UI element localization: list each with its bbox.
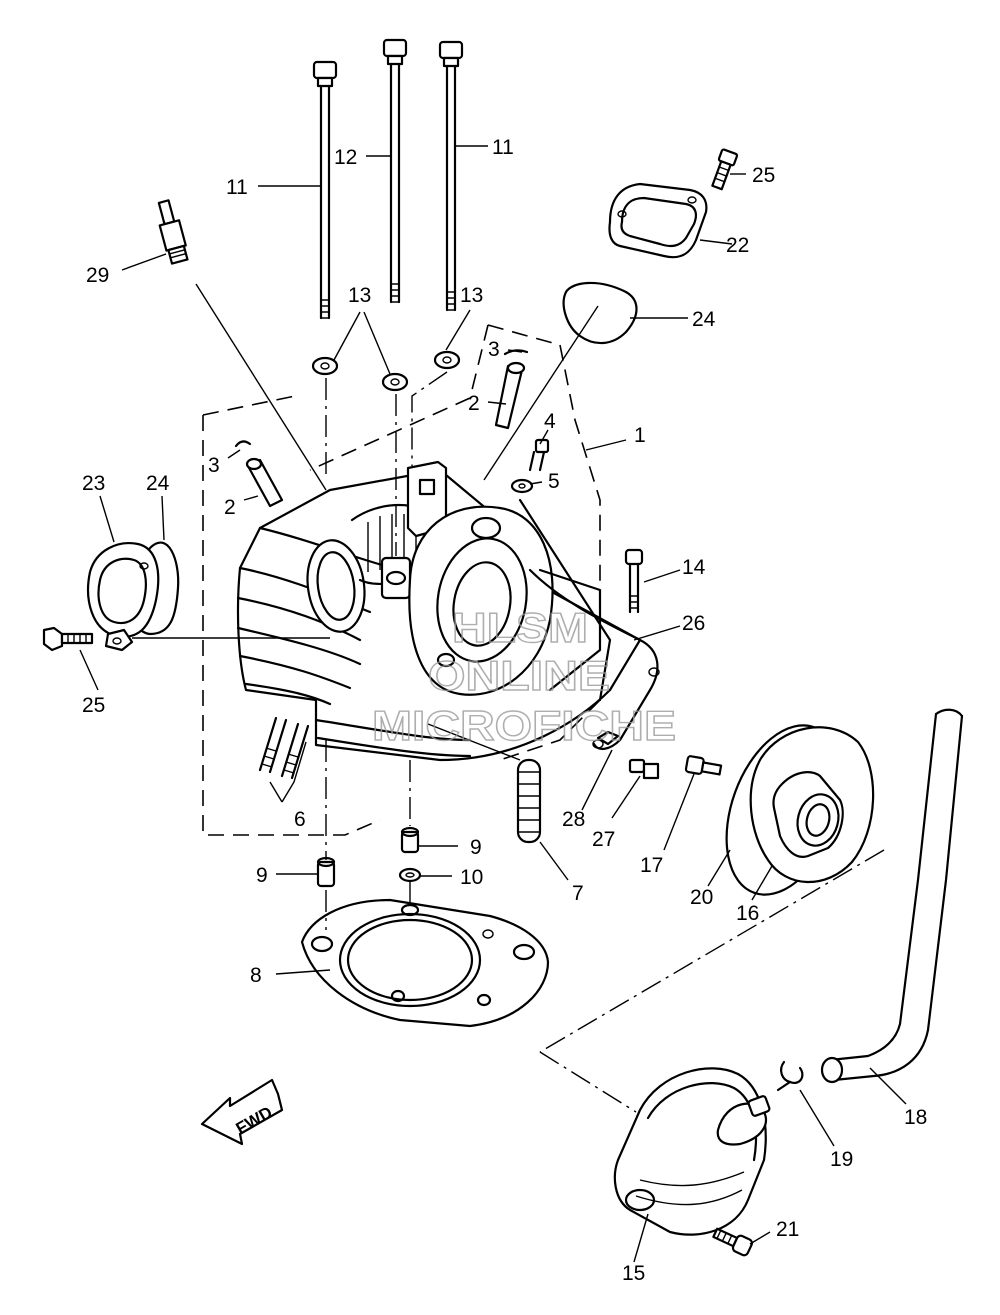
bolt-25-left bbox=[42, 626, 94, 652]
cap-16 bbox=[749, 726, 875, 884]
intake-elbow-22 bbox=[608, 182, 708, 259]
callout-6: 6 bbox=[294, 808, 306, 831]
cylinder-head-assembly-boundary bbox=[202, 324, 601, 836]
callout-13-right: 13 bbox=[460, 284, 483, 307]
clip-3 bbox=[234, 349, 529, 448]
head-bolt-11-right bbox=[438, 40, 464, 312]
callout-11-right: 11 bbox=[492, 136, 514, 159]
o-ring-10 bbox=[398, 867, 422, 883]
callout-17: 17 bbox=[640, 854, 663, 877]
callout-3-lower: 3 bbox=[208, 454, 220, 477]
clip-19 bbox=[776, 1060, 804, 1092]
chain-guide-7 bbox=[516, 758, 542, 844]
callout-25-upper: 25 bbox=[752, 164, 775, 187]
callout-3-upper: 3 bbox=[488, 338, 500, 361]
callout-16: 16 bbox=[736, 902, 759, 925]
watermark-line-3: MICROFICHE bbox=[372, 702, 676, 749]
callout-9-right: 9 bbox=[470, 836, 482, 859]
callout-1: 1 bbox=[634, 424, 646, 447]
callout-23: 23 bbox=[82, 472, 105, 495]
callout-26: 26 bbox=[682, 612, 705, 635]
leader-lines bbox=[79, 145, 907, 1263]
callout-15: 15 bbox=[622, 1262, 645, 1285]
bolt-17 bbox=[684, 755, 723, 776]
watermark-line-1: HLSM bbox=[452, 604, 588, 651]
dowel-pin-9-left bbox=[316, 856, 336, 888]
callout-2-lower: 2 bbox=[224, 496, 236, 519]
watermark: HLSM ONLINE MICROFICHE bbox=[371, 603, 676, 749]
side-cover-15 bbox=[613, 1067, 771, 1236]
cylinder-head-1 bbox=[236, 460, 642, 762]
head-gasket-8 bbox=[300, 898, 550, 1028]
callout-19: 19 bbox=[830, 1148, 853, 1171]
callout-4: 4 bbox=[544, 410, 556, 433]
valve-guide-2-upper bbox=[494, 361, 526, 430]
callout-18: 18 bbox=[904, 1106, 927, 1129]
callout-9-left: 9 bbox=[256, 864, 268, 887]
callout-24-lower: 24 bbox=[146, 472, 170, 495]
bolt-27 bbox=[628, 758, 660, 780]
callout-21: 21 bbox=[776, 1218, 799, 1241]
callout-12: 12 bbox=[334, 146, 357, 169]
forward-direction-arrow: FWD bbox=[200, 1078, 284, 1146]
washer-13 bbox=[311, 350, 461, 392]
watermark-line-2: ONLINE bbox=[428, 652, 610, 699]
head-bolt-12 bbox=[382, 38, 408, 304]
callout-5: 5 bbox=[548, 470, 560, 493]
callout-25-lower: 25 bbox=[82, 694, 105, 717]
bolt-14 bbox=[624, 548, 644, 614]
gasket-26 bbox=[528, 568, 660, 750]
gasket-24-upper bbox=[562, 281, 638, 345]
dowel-pin-9-right bbox=[400, 826, 420, 854]
alignment-lines bbox=[325, 371, 885, 1113]
valve-guide-2-lower bbox=[245, 457, 284, 508]
callout-labels: 11 12 11 25 22 29 13 13 24 3 2 4 1 3 5 2… bbox=[82, 136, 927, 1285]
bolt-21 bbox=[712, 1227, 754, 1257]
bolt-4 bbox=[528, 438, 550, 472]
callout-11-left: 11 bbox=[226, 176, 248, 199]
callout-24-upper: 24 bbox=[692, 308, 716, 331]
callout-10: 10 bbox=[460, 866, 483, 889]
callout-14: 14 bbox=[682, 556, 706, 579]
callout-29: 29 bbox=[86, 264, 109, 287]
stud-bolt-6 bbox=[258, 716, 310, 780]
washer-5 bbox=[510, 478, 534, 494]
callout-13-left: 13 bbox=[348, 284, 371, 307]
callout-20: 20 bbox=[690, 886, 713, 909]
cover-23 bbox=[86, 541, 180, 652]
callout-28: 28 bbox=[562, 808, 585, 831]
callout-22: 22 bbox=[726, 234, 749, 257]
callout-27: 27 bbox=[592, 828, 615, 851]
spark-plug-29 bbox=[157, 199, 189, 265]
gasket-28 bbox=[596, 730, 620, 746]
head-bolt-11-left bbox=[312, 60, 338, 320]
callout-2-upper: 2 bbox=[468, 392, 480, 415]
callout-7: 7 bbox=[572, 882, 584, 905]
callout-8: 8 bbox=[250, 964, 262, 987]
bolt-25-upper bbox=[711, 148, 739, 191]
